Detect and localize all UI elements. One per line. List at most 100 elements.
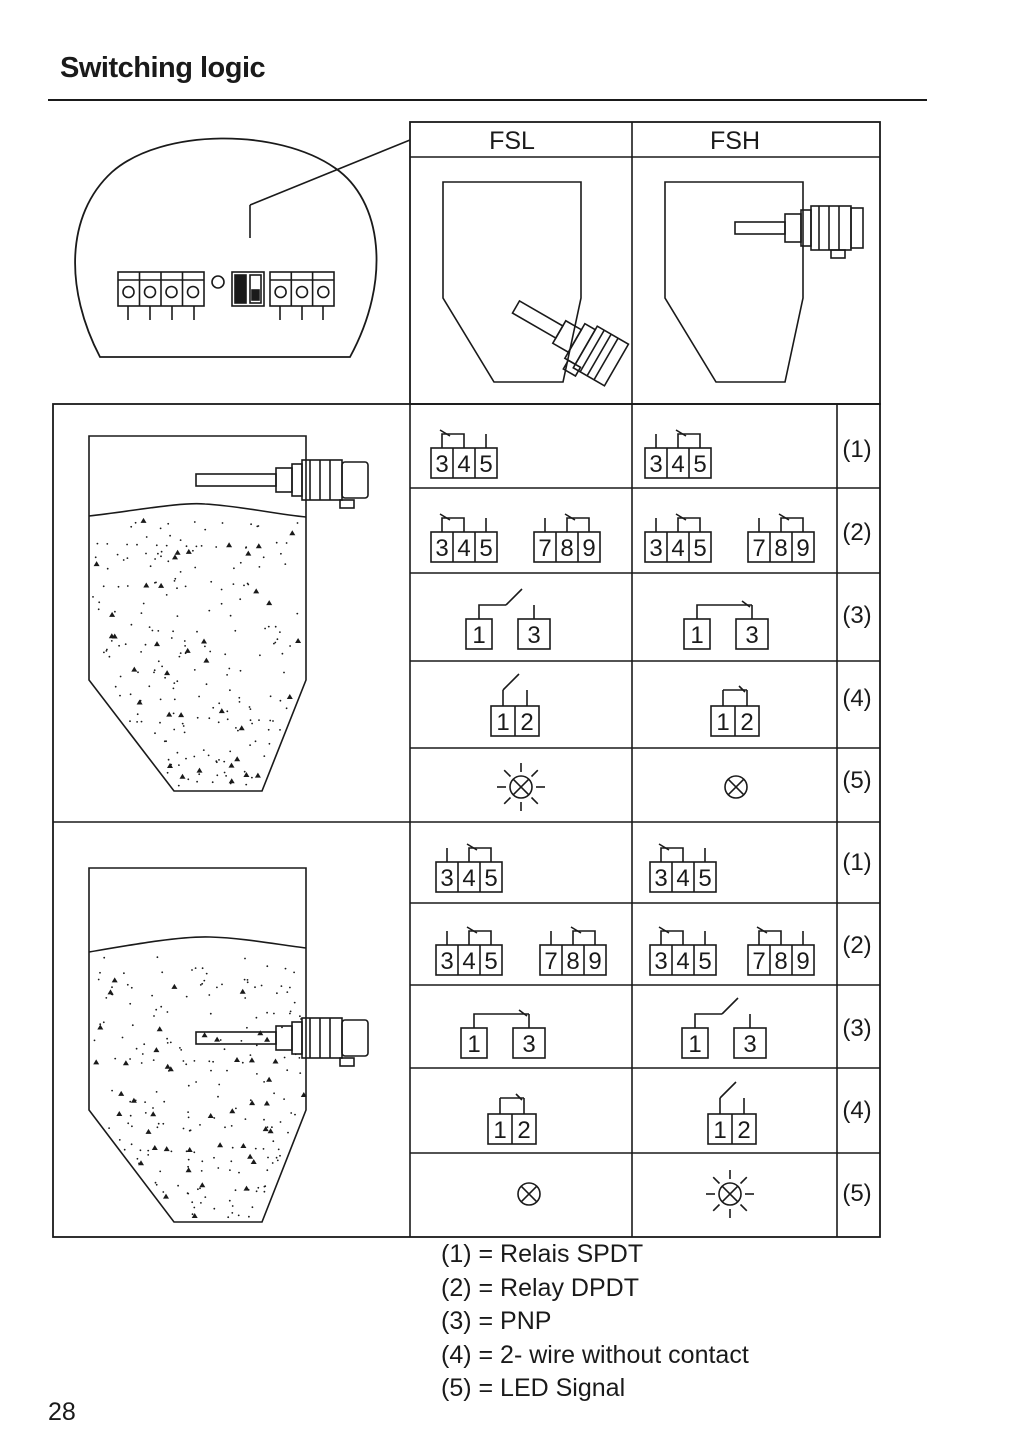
legend-item-relay-spdt: (1) = Relais SPDT <box>441 1240 644 1268</box>
legend-item-pnp: (3) = PNP <box>441 1307 552 1335</box>
terminal-label: 7 <box>538 535 551 562</box>
terminal-label: 5 <box>479 451 492 478</box>
terminal-label: 5 <box>693 451 706 478</box>
terminal-label: 5 <box>484 865 497 892</box>
terminal-label: 4 <box>671 451 684 478</box>
terminal-label: 7 <box>752 535 765 562</box>
terminal-label: 4 <box>676 865 689 892</box>
row-label: (5) <box>842 767 871 794</box>
terminal-label: 9 <box>588 948 601 975</box>
terminal-label: 3 <box>649 535 662 562</box>
terminal-label: 3 <box>435 451 448 478</box>
terminal-label: 4 <box>462 865 475 892</box>
row-label: (1) <box>842 849 871 876</box>
fsl-mounting-illustration <box>442 181 630 387</box>
electronics-insert-illustration <box>74 137 411 358</box>
terminal-label: 1 <box>690 622 703 649</box>
terminal-label: 3 <box>435 535 448 562</box>
terminal-label: 3 <box>654 948 667 975</box>
page-title: Switching logic <box>60 52 266 84</box>
column-header-fsl: FSL <box>489 127 535 155</box>
fsh-mounting-illustration <box>664 181 864 383</box>
mode-header-table <box>409 121 881 405</box>
terminal-label: 8 <box>566 948 579 975</box>
terminal-label: 4 <box>457 451 470 478</box>
dip-switch <box>231 271 265 307</box>
row-label: (5) <box>842 1180 871 1207</box>
silo-material-covers-sensor <box>88 867 369 1223</box>
legend-item-relay-dpdt: (2) = Relay DPDT <box>441 1273 639 1302</box>
terminal-label: 3 <box>440 865 453 892</box>
terminal-block-right <box>269 271 335 320</box>
terminal-label: 2 <box>740 709 753 736</box>
terminal-label: 3 <box>522 1031 535 1058</box>
terminal-label: 8 <box>560 535 573 562</box>
terminal-label: 3 <box>654 865 667 892</box>
page-number: 28 <box>48 1398 76 1426</box>
terminal-block-left <box>117 271 205 320</box>
fsh-led-lit-symbol <box>706 1170 754 1218</box>
terminal-label: 1 <box>688 1031 701 1058</box>
terminal-label: 5 <box>698 865 711 892</box>
row-label: (1) <box>842 436 871 463</box>
terminal-label: 8 <box>774 948 787 975</box>
fsl-led-off-symbol <box>517 1182 541 1206</box>
terminal-label: 5 <box>693 535 706 562</box>
bulk-material-texture <box>93 956 307 1219</box>
terminal-label: 2 <box>517 1117 530 1144</box>
row-label: (4) <box>842 1097 871 1124</box>
terminal-label: 4 <box>462 948 475 975</box>
terminal-label: 1 <box>472 622 485 649</box>
terminal-label: 2 <box>737 1117 750 1144</box>
title-divider <box>48 99 927 101</box>
terminal-label: 3 <box>649 451 662 478</box>
row-label: (3) <box>842 1015 871 1042</box>
terminal-label: 3 <box>745 622 758 649</box>
terminal-label: 5 <box>698 948 711 975</box>
legend-item-led-signal: (5) = LED Signal <box>441 1374 626 1402</box>
terminal-label: 1 <box>496 709 509 736</box>
terminal-label: 1 <box>493 1117 506 1144</box>
row-label: (4) <box>842 685 871 712</box>
switching-table-grid <box>52 403 881 1238</box>
terminal-label: 7 <box>544 948 557 975</box>
terminal-label: 4 <box>671 535 684 562</box>
terminal-label: 4 <box>676 948 689 975</box>
terminal-label: 1 <box>716 709 729 736</box>
terminal-label: 9 <box>796 535 809 562</box>
fsl-led-lit-symbol <box>497 763 545 811</box>
row-label: (2) <box>842 519 871 546</box>
terminal-label: 4 <box>457 535 470 562</box>
legend-item-two-wire: (4) = 2- wire without contact <box>441 1340 749 1369</box>
terminal-label: 3 <box>743 1031 756 1058</box>
silo-material-below-sensor <box>88 435 369 792</box>
terminal-label: 3 <box>527 622 540 649</box>
fsh-led-off-symbol <box>724 775 748 799</box>
terminal-label: 1 <box>467 1031 480 1058</box>
terminal-label: 3 <box>440 948 453 975</box>
legend: (1) = Relais SPDT (2) = Relay DPDT (3) =… <box>441 1238 749 1406</box>
terminal-label: 8 <box>774 535 787 562</box>
terminal-label: 9 <box>582 535 595 562</box>
